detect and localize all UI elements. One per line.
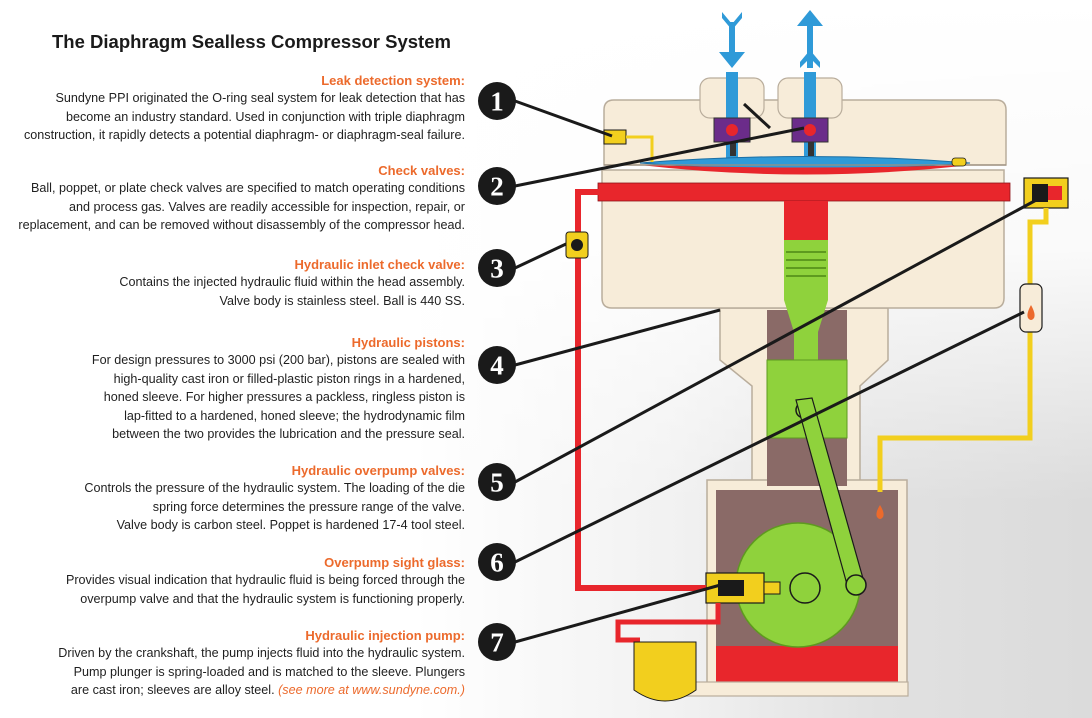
- overpump-valve-stem: [1048, 186, 1062, 200]
- section-body: Controls the pressure of the hydraulic s…: [10, 479, 465, 535]
- inlet-valve-seat: [730, 142, 736, 156]
- crank-pin: [845, 574, 867, 596]
- leak-detection-port: [603, 129, 627, 145]
- section-line: between the two provides the lubrication…: [112, 427, 465, 441]
- callout-line-4: [514, 308, 721, 367]
- callout-marker-6: 6: [478, 543, 516, 581]
- svg-text:7: 7: [490, 628, 504, 658]
- section-line: high-quality cast iron or filled-plastic…: [113, 371, 465, 386]
- hydraulic-manifold: [784, 201, 828, 241]
- section-hydraulic-injection-pump: Hydraulic injection pump: Driven by the …: [10, 628, 465, 700]
- section-line: overpump valve and that the hydraulic sy…: [80, 591, 465, 606]
- base-plate: [683, 681, 909, 697]
- inlet-valve-ball: [726, 124, 738, 136]
- inlet-check-ball: [571, 239, 583, 251]
- leak-detection-seal: [951, 157, 967, 167]
- section-heading: Hydraulic pistons:: [351, 335, 465, 350]
- section-line: become an industry standard. Used in con…: [65, 109, 465, 124]
- section-line-text: are cast iron; sleeves are alloy steel.: [70, 683, 275, 697]
- callout-marker-5: 5: [478, 463, 516, 501]
- section-heading: Hydraulic injection pump:: [305, 628, 465, 643]
- oil-filter: [633, 641, 697, 702]
- leak-detection-passage: [626, 135, 654, 162]
- section-line: Valve body is stainless steel. Ball is 4…: [219, 293, 465, 308]
- website-note: (see more at www.sundyne.com.): [278, 683, 465, 697]
- hydraulic-injection-line: [575, 189, 706, 591]
- callout-marker-7: 7: [478, 623, 516, 661]
- section-body: Driven by the crankshaft, the pump injec…: [10, 644, 465, 700]
- callout-line-7: [514, 582, 725, 644]
- section-heading: Hydraulic overpump valves:: [291, 463, 465, 478]
- section-line: lap-fitted to a hardened, honed sleeve; …: [124, 408, 465, 423]
- callout-line-6: [514, 310, 1025, 564]
- section-line: Valve body is carbon steel. Poppet is ha…: [116, 518, 465, 532]
- section-line: Provides visual indication that hydrauli…: [65, 573, 465, 587]
- section-hydraulic-overpump-valves: Hydraulic overpump valves: Controls the …: [10, 463, 465, 535]
- section-line: Contains the injected hydraulic fluid wi…: [119, 275, 465, 289]
- injection-pump-plunger: [718, 580, 744, 596]
- page-title: The Diaphragm Sealless Compressor System: [52, 31, 451, 52]
- svg-text:4: 4: [490, 351, 504, 381]
- section-body: For design pressures to 3000 psi (200 ba…: [10, 351, 465, 444]
- section-body: Provides visual indication that hydrauli…: [10, 571, 465, 608]
- callout-marker-3: 3: [478, 249, 516, 287]
- overpump-valve-spring: [1032, 184, 1048, 202]
- section-body: Sundyne PPI originated the O-ring seal s…: [10, 89, 465, 145]
- section-check-valves: Check valves: Ball, poppet, or plate che…: [10, 163, 465, 235]
- up-arrow-discharge-icon: [797, 10, 823, 68]
- section-line: and process gas. Valves are readily acce…: [69, 199, 465, 214]
- svg-text:3: 3: [490, 254, 504, 284]
- section-line: replacement, and can be removed without …: [18, 218, 465, 232]
- section-line: Sundyne PPI originated the O-ring seal s…: [55, 91, 465, 105]
- section-hydraulic-pistons: Hydraulic pistons: For design pressures …: [10, 335, 465, 444]
- section-line: construction, it rapidly detects a poten…: [23, 128, 465, 142]
- hydraulic-diaphragm-cavity: [640, 165, 970, 175]
- section-body: Ball, poppet, or plate check valves are …: [10, 179, 465, 235]
- section-line: spring force determines the pressure ran…: [152, 499, 465, 514]
- section-hydraulic-inlet-check-valve: Hydraulic inlet check valve: Contains th…: [10, 257, 465, 310]
- section-line: honed sleeve. For higher pressures a pac…: [103, 390, 465, 404]
- hydraulic-gallery: [597, 182, 1011, 202]
- section-heading: Overpump sight glass:: [324, 555, 465, 570]
- hydraulic-piston: [784, 240, 828, 300]
- injection-pump-outlet: [763, 581, 781, 595]
- svg-text:1: 1: [490, 87, 504, 117]
- section-leak-detection: Leak detection system: Sundyne PPI origi…: [10, 73, 465, 145]
- callout-line-5: [514, 196, 1041, 484]
- svg-text:5: 5: [490, 468, 504, 498]
- down-arrow-inlet-icon: [719, 12, 745, 68]
- callout-line-1b: [742, 102, 772, 130]
- crankshaft-hub: [789, 572, 821, 604]
- callout-line-1: [514, 99, 613, 138]
- section-heading: Leak detection system:: [321, 73, 465, 88]
- callout-marker-4: 4: [478, 346, 516, 384]
- section-line: Controls the pressure of the hydraulic s…: [84, 481, 465, 495]
- section-line: For design pressures to 3000 psi (200 ba…: [91, 353, 465, 367]
- callout-marker-1: 1: [478, 82, 516, 120]
- callout-line-3: [514, 242, 567, 270]
- section-line: are cast iron; sleeves are alloy steel. …: [10, 681, 465, 700]
- oil-drop-icon: [1027, 305, 1035, 320]
- callout-line-2: [514, 126, 805, 188]
- hydraulic-suction-line: [615, 603, 721, 643]
- section-line: Ball, poppet, or plate check valves are …: [30, 181, 465, 195]
- section-line: Driven by the crankshaft, the pump injec…: [58, 646, 465, 660]
- discharge-valve-ball: [804, 124, 816, 136]
- svg-text:2: 2: [490, 172, 504, 202]
- oil-drop-icon: [876, 505, 884, 519]
- oil-sump: [716, 646, 898, 682]
- section-heading: Check valves:: [378, 163, 465, 178]
- svg-text:6: 6: [490, 548, 504, 578]
- section-body: Contains the injected hydraulic fluid wi…: [10, 273, 465, 310]
- discharge-valve-seat: [808, 142, 814, 156]
- section-heading: Hydraulic inlet check valve:: [294, 257, 465, 272]
- section-overpump-sight-glass: Overpump sight glass: Provides visual in…: [10, 555, 465, 608]
- section-line: Pump plunger is spring-loaded and is mat…: [73, 664, 465, 679]
- callout-marker-2: 2: [478, 167, 516, 205]
